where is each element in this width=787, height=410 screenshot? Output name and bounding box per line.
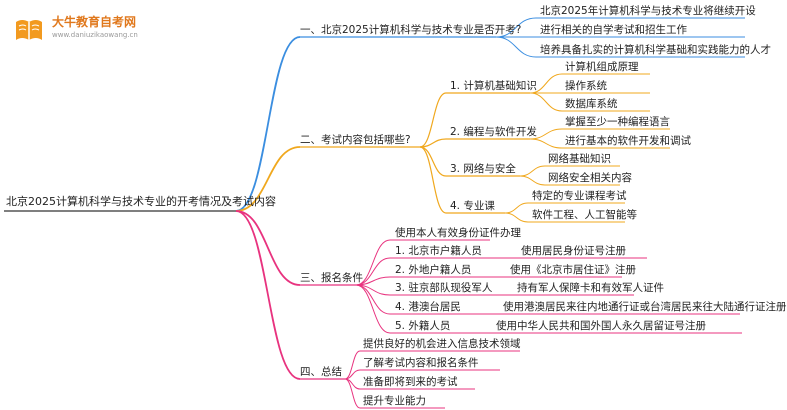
- section-3-title: 三、报名条件: [300, 272, 363, 284]
- leaf-connector: [355, 239, 391, 286]
- root-topic: 北京2025计算机科学与技术专业的开考情况及考试内容: [6, 195, 276, 208]
- section-4-item: 提供良好的机会进入信息技术领域: [363, 338, 521, 350]
- leaf-connector: [529, 73, 563, 94]
- section-1-item: 培养具备扎实的计算机科学基础和实践能力的人才: [540, 44, 771, 56]
- section-3-pair-label: 1. 北京市户籍人员: [395, 245, 482, 257]
- section-2-leaf: 特定的专业课程考试: [532, 190, 627, 202]
- section-4-item: 提升专业能力: [363, 395, 426, 407]
- section-1-item: 进行相关的自学考试和招生工作: [540, 24, 687, 36]
- section-1-title: 一、北京2025计算机科学与技术专业是否开考?: [300, 24, 522, 36]
- group-connector: [419, 146, 447, 214]
- section-3-pair-label: 2. 外地户籍人员: [395, 264, 472, 276]
- leaf-connector: [504, 202, 529, 214]
- leaf-connector: [504, 212, 529, 223]
- leaf-connector: [355, 284, 391, 334]
- section-2-leaf: 掌握至少一种编程语言: [565, 116, 670, 128]
- leaf-connector: [529, 92, 563, 112]
- site-logo[interactable]: 大牛教育自考网 www.daniuzikaowang.cn: [14, 10, 204, 46]
- branch-connector: [235, 210, 301, 286]
- section-3-pair-value: 使用居民身份证号注册: [521, 245, 626, 257]
- section-4-item: 准备即将到来的考试: [363, 376, 458, 388]
- leaf-connector: [519, 165, 546, 177]
- group-connector: [419, 146, 447, 177]
- logo-name: 大牛教育自考网: [52, 15, 137, 29]
- group-connector: [419, 138, 447, 148]
- section-2-leaf: 数据库系统: [565, 98, 618, 110]
- leaf-connector: [529, 138, 563, 149]
- section-3-pair-value: 使用中华人民共和国外国人永久居留证号注册: [496, 320, 706, 332]
- section-3-pair-value: 使用《北京市居住证》注册: [510, 264, 636, 276]
- section-2-leaf: 进行基本的软件开发和调试: [565, 135, 691, 147]
- section-4-item: 了解考试内容和报名条件: [363, 357, 479, 369]
- branch-connector: [235, 210, 301, 380]
- section-3-pair-label: 5. 外籍人员: [395, 320, 451, 332]
- book-icon: [16, 20, 42, 40]
- leaf-connector: [519, 175, 546, 186]
- logo-url: www.daniuzikaowang.cn: [52, 31, 138, 39]
- leaf-connector: [344, 378, 361, 409]
- section-2-leaf: 网络基础知识: [548, 153, 611, 165]
- leaf-connector: [529, 128, 563, 140]
- group-connector: [419, 92, 447, 148]
- section-2-leaf: 软件工程、人工智能等: [532, 209, 637, 221]
- section-3-pair-label: 3. 驻京部队现役军人: [395, 282, 493, 294]
- branch-connector: [235, 146, 301, 212]
- section-2-group-label: 3. 网络与安全: [450, 163, 516, 175]
- leaf-connector: [355, 257, 391, 286]
- section-2-leaf: 操作系统: [565, 80, 607, 92]
- mindmap-connectors: [4, 17, 745, 409]
- section-2-group-label: 2. 编程与软件开发: [450, 126, 537, 138]
- section-2-leaf: 网络安全相关内容: [548, 172, 632, 184]
- section-2-group-label: 1. 计算机基础知识: [450, 80, 537, 92]
- section-3-pair-value: 使用港澳居民来往内地通行证或台湾居民来往大陆通行证注册: [503, 301, 787, 313]
- section-4-title: 四、总结: [300, 366, 342, 378]
- branch-connector: [235, 36, 301, 212]
- leaf-connector: [495, 17, 537, 38]
- section-3-intro: 使用本人有效身份证件办理: [395, 227, 521, 239]
- leaf-connector: [344, 350, 361, 380]
- section-1-item: 北京2025年计算机科学与技术专业将继续开设: [540, 5, 756, 17]
- section-2-group-label: 4. 专业课: [450, 200, 495, 212]
- section-3-pair-label: 4. 港澳台居民: [395, 301, 461, 313]
- section-3-pair-value: 持有军人保障卡和有效军人证件: [517, 282, 664, 294]
- section-2-title: 二、考试内容包括哪些?: [300, 134, 411, 146]
- section-2-leaf: 计算机组成原理: [565, 61, 639, 73]
- leaf-connector: [495, 36, 537, 58]
